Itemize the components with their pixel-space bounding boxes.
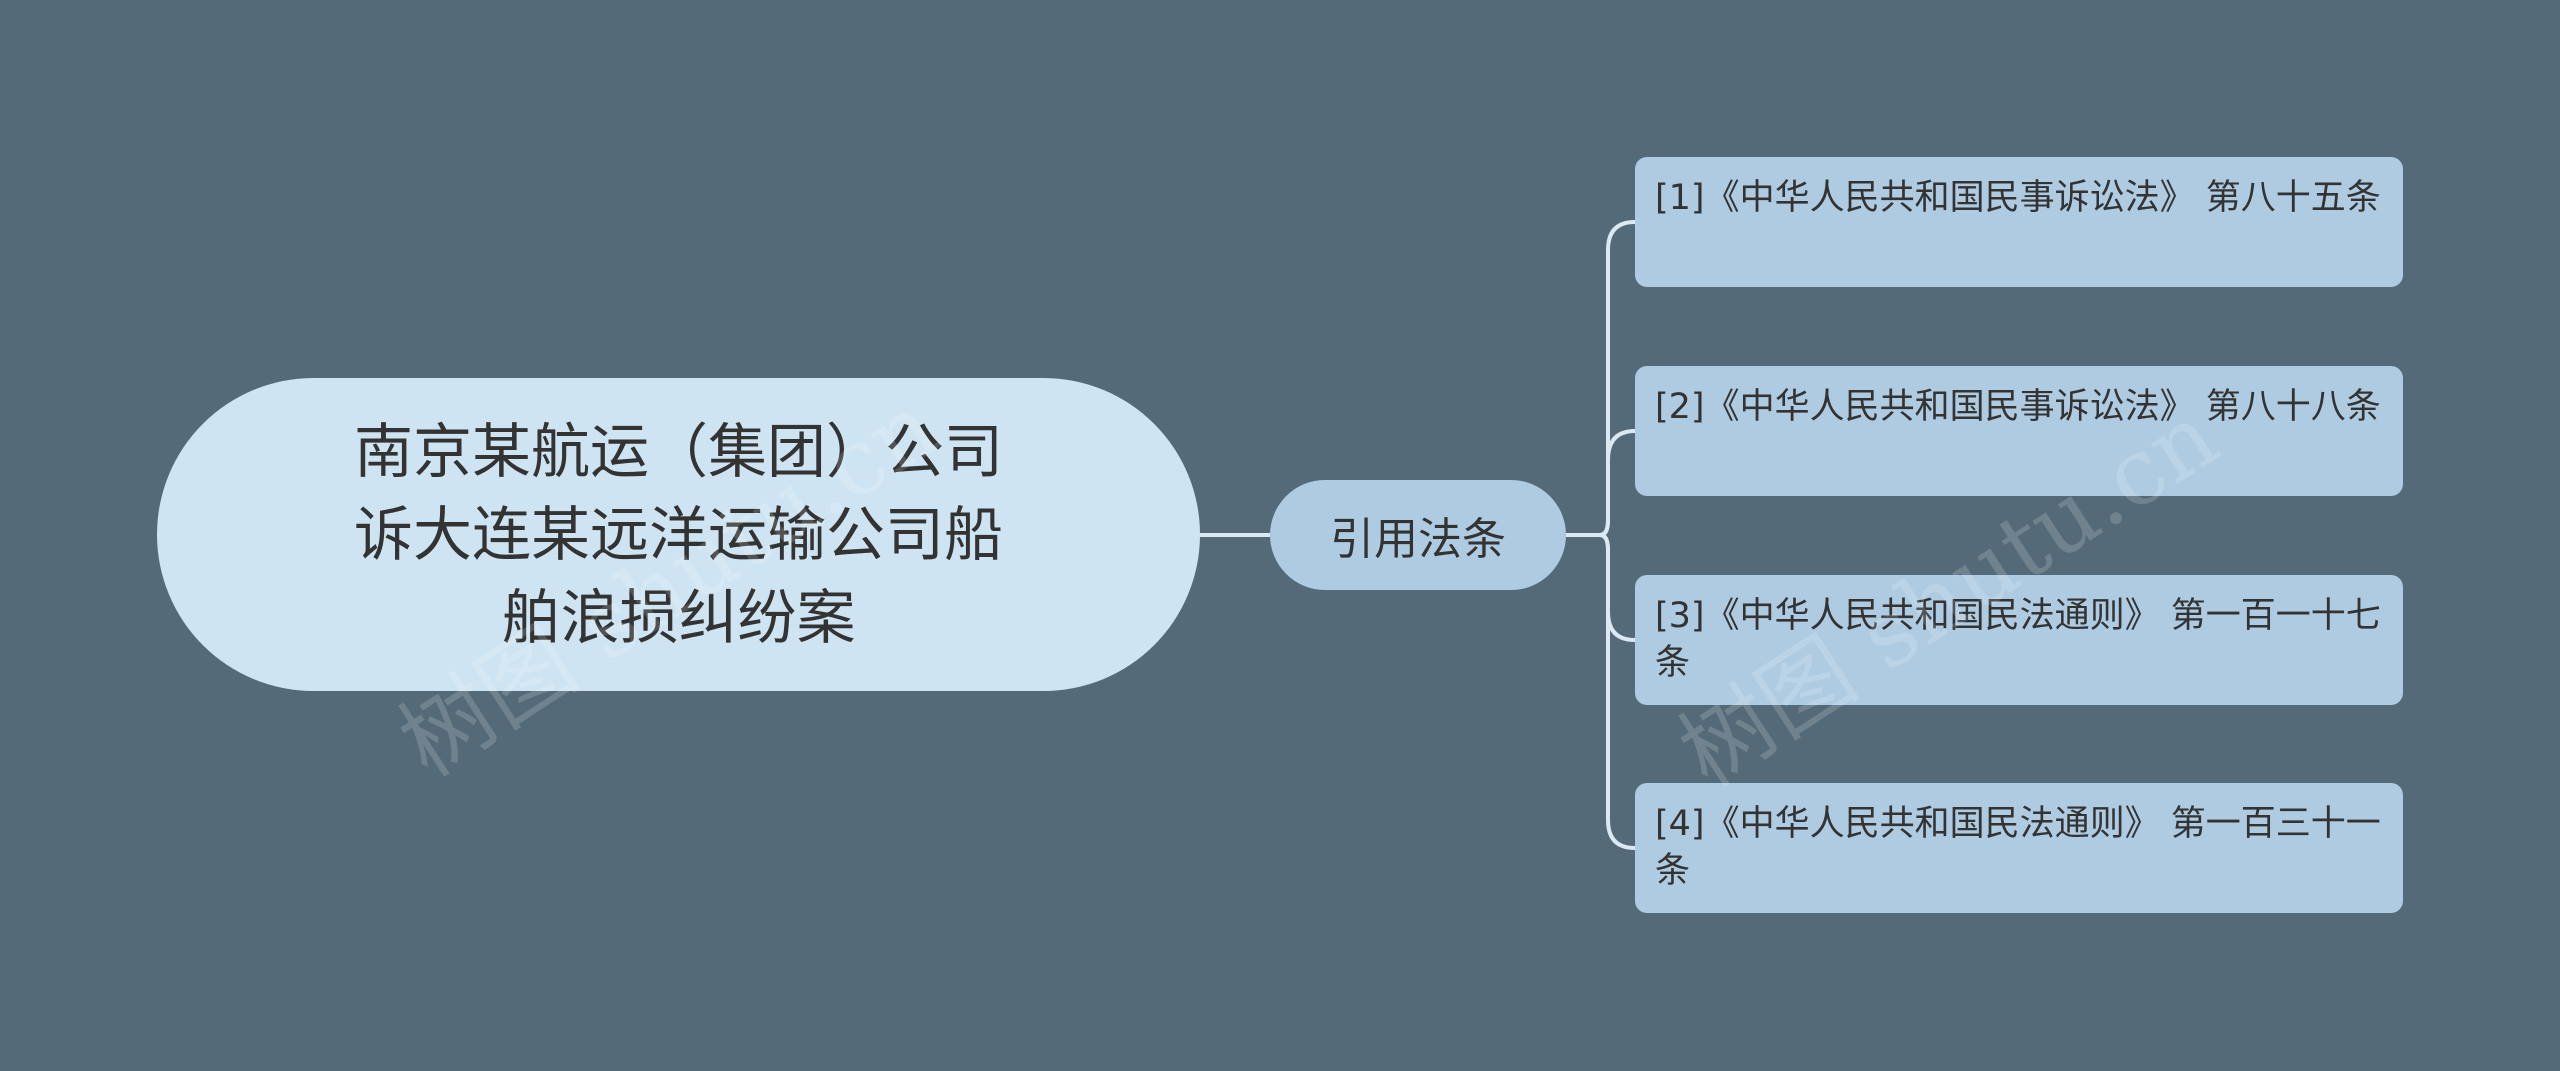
branch-topic-label: 引用法条: [1330, 514, 1506, 565]
branch-to-leaf-3-connector: [1599, 533, 1636, 642]
leaf-node-2[interactable]: [2]《中华人民共和国民事诉讼法》 第八十八条: [1635, 366, 2403, 496]
root-topic-label: 南京某航运（集团）公司诉大连某远洋运输公司船舶浪损纠纷案: [353, 417, 1003, 652]
branch-topic-node[interactable]: 引用法条: [1270, 480, 1566, 590]
branch-to-leaf-1-connector: [1566, 220, 1636, 537]
leaf-node-3[interactable]: [3]《中华人民共和国民法通则》 第一百一十七条: [1635, 575, 2403, 705]
branch-to-leaf-2-connector: [1599, 429, 1636, 537]
leaf-label-2: [2]《中华人民共和国民事诉讼法》 第八十八条: [1655, 387, 2381, 427]
leaf-label-1: [1]《中华人民共和国民事诉讼法》 第八十五条: [1655, 178, 2381, 218]
leaf-node-4[interactable]: [4]《中华人民共和国民法通则》 第一百三十一条: [1635, 783, 2403, 913]
leaf-label-3: [3]《中华人民共和国民法通则》 第一百一十七条: [1655, 596, 2381, 683]
leaf-node-1[interactable]: [1]《中华人民共和国民事诉讼法》 第八十五条: [1635, 157, 2403, 287]
leaf-label-4: [4]《中华人民共和国民法通则》 第一百三十一条: [1655, 804, 2381, 891]
root-topic-node[interactable]: 南京某航运（集团）公司诉大连某远洋运输公司船舶浪损纠纷案: [157, 378, 1200, 691]
branch-to-leaf-4-connector: [1599, 533, 1636, 850]
